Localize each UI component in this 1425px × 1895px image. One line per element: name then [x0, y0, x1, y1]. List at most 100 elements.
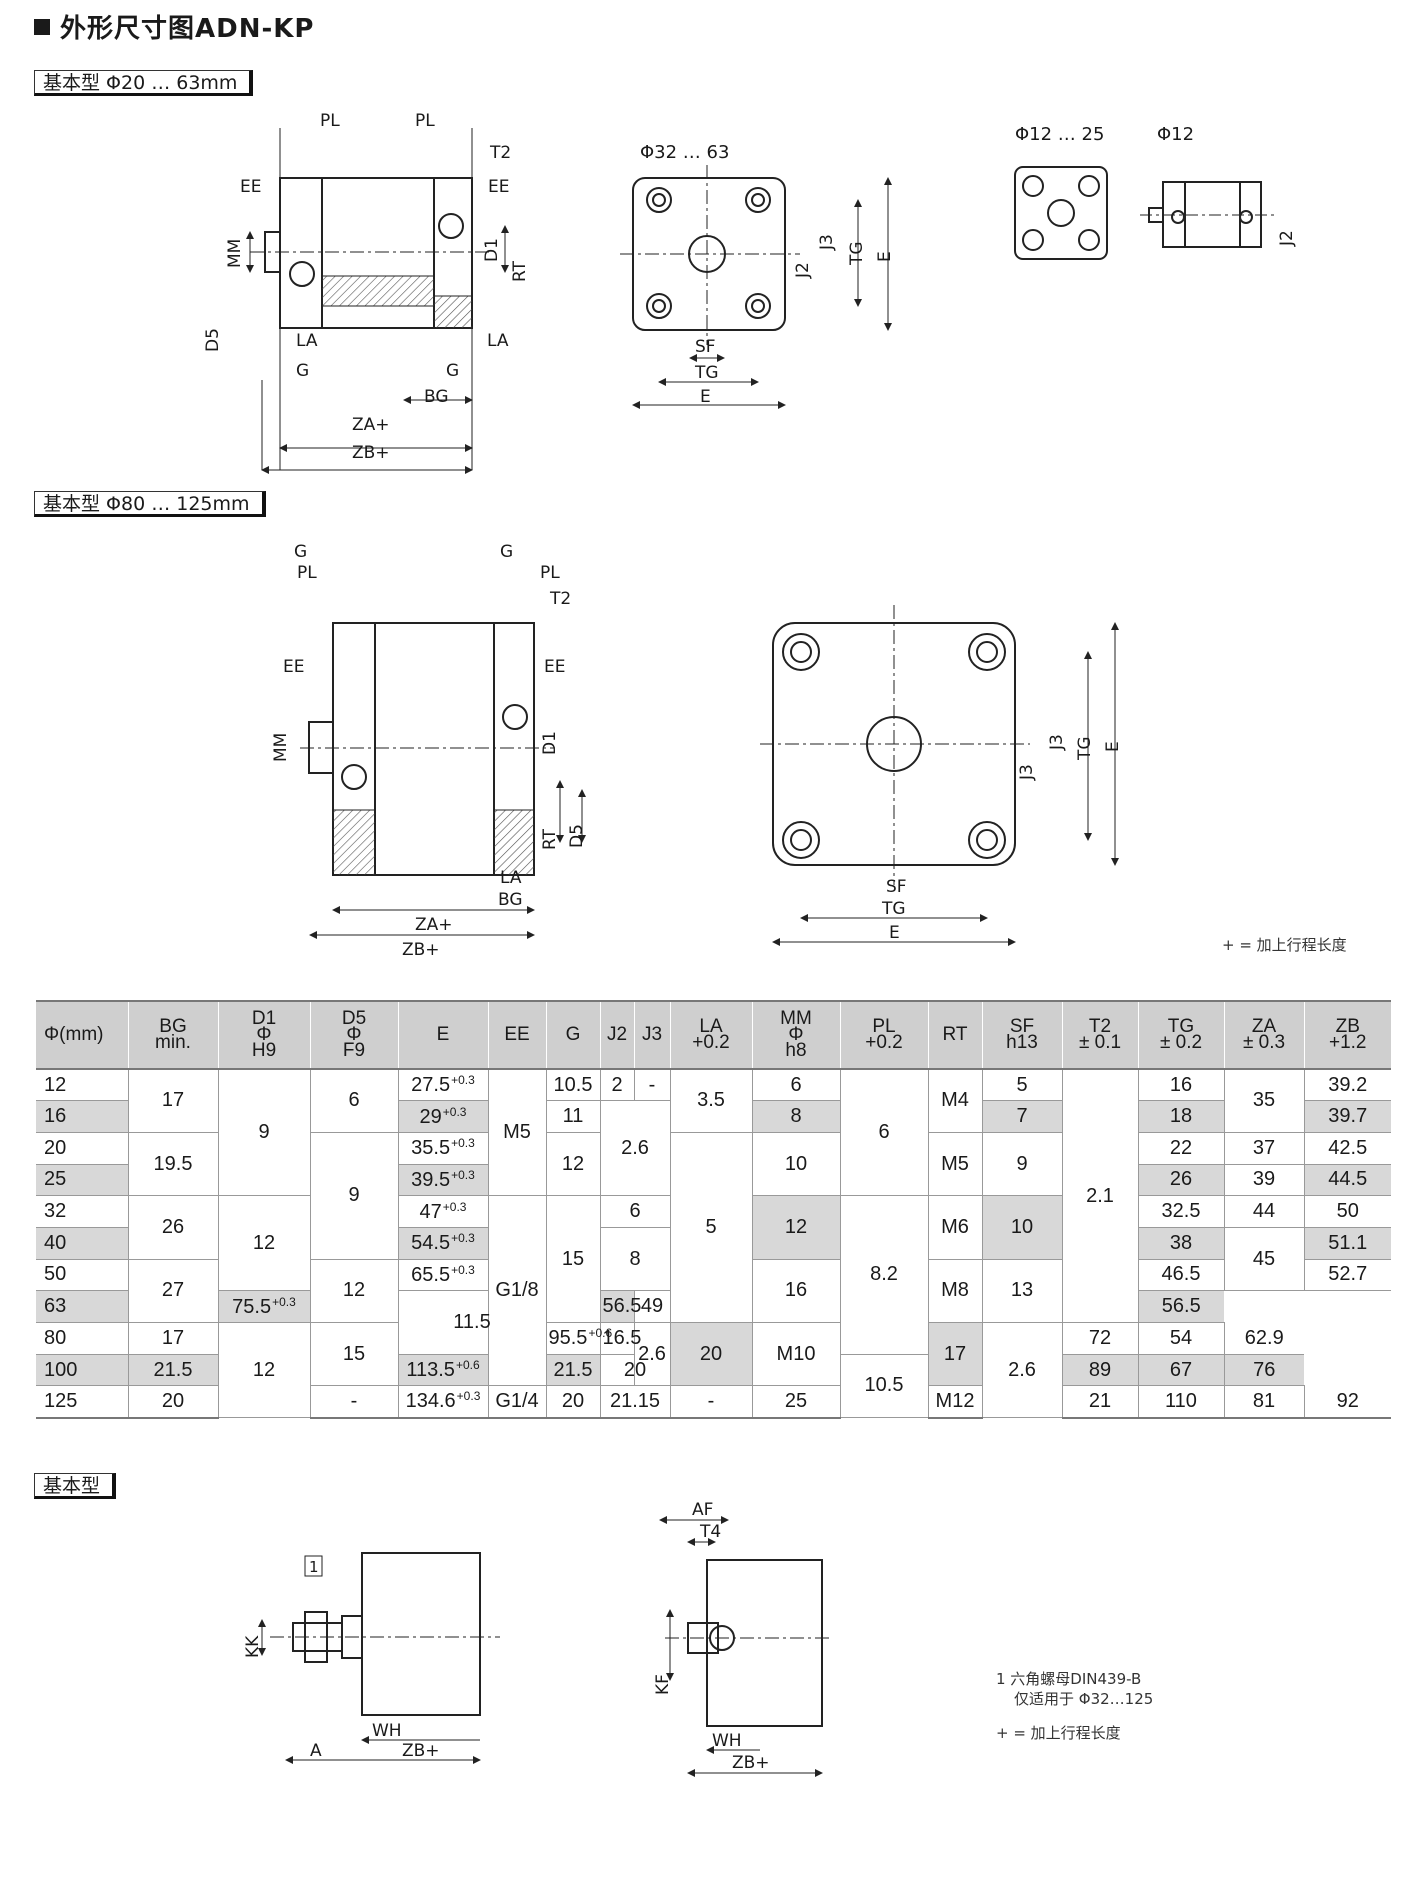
- dim-tg-large-h: TG: [881, 899, 906, 919]
- dim-ee-right: EE: [488, 177, 509, 197]
- view-label-phi12-25: Φ12 … 25: [1015, 124, 1104, 145]
- dim-rt: RT: [510, 260, 530, 282]
- side-view-small: [246, 128, 509, 474]
- note-nut-line2: 仅适用于 Φ32…125: [1014, 1690, 1154, 1708]
- dim-ee-large-right: EE: [544, 657, 565, 677]
- col-header-j3: J3: [633, 1000, 670, 1070]
- dim-t4: T4: [699, 1522, 721, 1542]
- dim-sf-small: SF: [695, 337, 716, 357]
- dim-wh: WH: [372, 1721, 402, 1741]
- callout-box: [304, 1555, 323, 1577]
- dim-g-large-left: G: [294, 542, 307, 562]
- dim-a: A: [310, 1741, 322, 1761]
- col-header-za: ZA± 0.3: [1223, 1000, 1304, 1070]
- col-header-e: E: [397, 1000, 488, 1070]
- dim-zb: ZB+: [352, 443, 390, 463]
- table-row: 50 27 12 65.5+0.3 16 M8 13 46.5 52.7: [36, 1259, 1391, 1324]
- dim-kf: KF: [653, 1674, 673, 1695]
- section-label-large: 基本型 Φ80 … 125mm: [34, 491, 266, 517]
- dim-wh-female: WH: [712, 1731, 742, 1751]
- section-label-basic: 基本型: [34, 1473, 117, 1499]
- dim-d5-large: D5: [567, 824, 587, 848]
- view-label-phi12: Φ12: [1157, 124, 1194, 145]
- square-bullet-icon: [34, 19, 50, 35]
- col-header-g: G: [545, 1000, 600, 1070]
- rod-end-view: [258, 1552, 500, 1764]
- dim-zb-basic: ZB+: [402, 1741, 440, 1761]
- dim-za: ZA+: [352, 415, 390, 435]
- table-row: 80 17 12 15 95.5+0.6 16.5 2.6 20 M10 17 …: [36, 1322, 1391, 1419]
- dim-af: AF: [692, 1500, 713, 1520]
- col-header-t2: T2± 0.1: [1061, 1000, 1138, 1070]
- dim-ee-left: EE: [240, 177, 261, 197]
- female-thread-view: [659, 1516, 830, 1777]
- table-row: 16 29+0.3 11 2.6 8 7 18 39.7: [36, 1100, 1391, 1197]
- side-view-phi12: [1140, 181, 1275, 248]
- dim-j2-small: J2: [793, 262, 813, 279]
- col-header-zb: ZB+1.2: [1303, 1000, 1391, 1070]
- dim-mm-large: MM: [271, 733, 291, 762]
- dim-mm: MM: [225, 239, 245, 268]
- dim-e-small-v: E: [875, 251, 895, 262]
- dim-kk: KK: [243, 1635, 263, 1658]
- col-header-ee: EE: [487, 1000, 546, 1070]
- col-header-j2: J2: [599, 1000, 634, 1070]
- dim-sf-large: SF: [886, 877, 907, 897]
- dim-d1: D1: [482, 238, 502, 262]
- dim-g-large-right: G: [500, 542, 513, 562]
- dim-d5: D5: [203, 328, 223, 352]
- col-header-pl: PL+0.2: [839, 1000, 928, 1070]
- table-row: 100 21.5 113.5+0.6 21.5 20 10.5 89 67 76: [36, 1354, 1391, 1419]
- page-title: 外形尺寸图ADN-KP: [34, 8, 314, 45]
- dim-la-large: LA: [500, 868, 522, 888]
- table-row: 12 17 9 6 27.5+0.3 M5 10.5 2 - 3.5 6 6 M…: [36, 1069, 1391, 1323]
- dim-j3-large-upper: J3: [1047, 734, 1067, 751]
- dim-zb-female: ZB+: [732, 1753, 770, 1773]
- dim-ee-large-left: EE: [283, 657, 304, 677]
- side-view-large: [300, 622, 586, 939]
- dim-la-right: LA: [487, 331, 509, 351]
- end-view-large: [760, 605, 1119, 946]
- col-header-phi: Φ(mm): [36, 1000, 128, 1070]
- table-row: 32 26 12 47+0.3 G1/8 15 6 12 8.2 M6 10 3…: [36, 1195, 1391, 1387]
- view-label-phi32-63: Φ32 … 63: [640, 142, 729, 163]
- end-view-phi12: [1014, 166, 1108, 260]
- dim-t2-large: T2: [549, 589, 571, 609]
- table-row: 25 39.5+0.3 26 39 44.5: [36, 1164, 1391, 1197]
- end-view-small: [620, 165, 892, 409]
- dim-zb-large: ZB+: [402, 940, 440, 960]
- dim-e-small-h: E: [700, 387, 711, 407]
- dim-j3-small: J3: [817, 234, 837, 251]
- dim-t2: T2: [489, 143, 511, 163]
- dim-pl-left: PL: [320, 111, 340, 131]
- page-title-text: 外形尺寸图ADN-KP: [60, 14, 315, 44]
- note-stroke-bottom: + = 加上行程长度: [996, 1724, 1121, 1742]
- note-stroke-top: + = 加上行程长度: [1222, 936, 1347, 954]
- col-header-la: LA+0.2: [669, 1000, 752, 1070]
- callout-number: 1: [309, 1558, 319, 1576]
- dim-za-large: ZA+: [415, 915, 453, 935]
- table-row: 20 19.5 9 35.5+0.3 12 5 10 M5 9 22 37 42…: [36, 1132, 1391, 1324]
- dim-pl-right: PL: [415, 111, 435, 131]
- dim-bg-large: BG: [498, 890, 523, 910]
- dim-pl-large-left: PL: [297, 563, 317, 583]
- col-header-rt: RT: [927, 1000, 982, 1070]
- section-label-small: 基本型 Φ20 … 63mm: [34, 70, 254, 96]
- table-row: 40 54.5+0.3 8 38 45 51.1: [36, 1227, 1391, 1292]
- dim-la-left: LA: [296, 331, 318, 351]
- dim-e-large-h: E: [889, 923, 900, 943]
- dim-j3-large-lower: J3: [1017, 764, 1037, 781]
- dim-bg: BG: [424, 387, 449, 407]
- dim-d1-large: D1: [540, 731, 560, 755]
- dim-g-right: G: [446, 361, 459, 381]
- dim-g-left: G: [296, 361, 309, 381]
- col-header-tg: TG± 0.2: [1137, 1000, 1224, 1070]
- dim-j2-phi12: J2: [1277, 230, 1297, 247]
